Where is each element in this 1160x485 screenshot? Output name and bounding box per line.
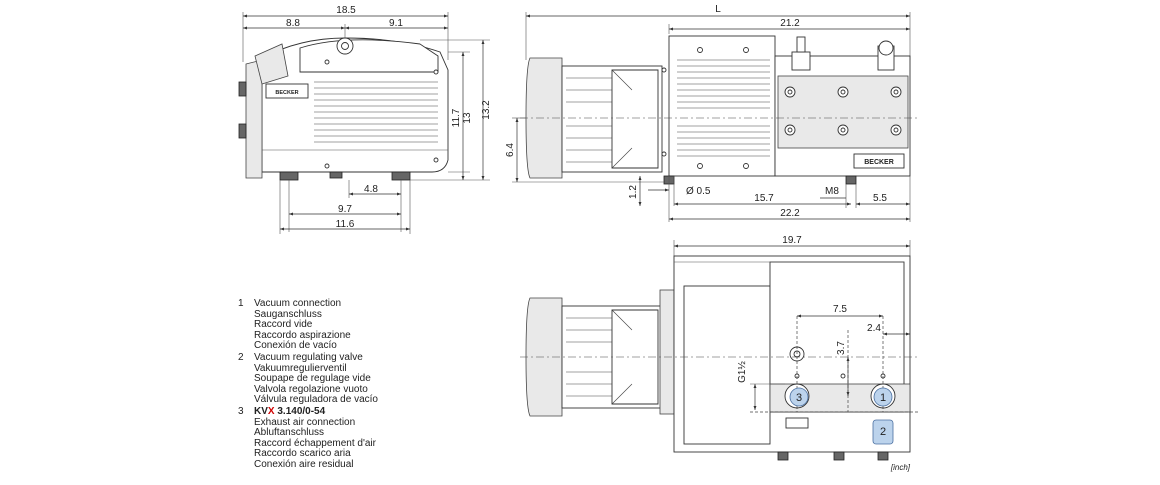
dim-21-2: 21.2 xyxy=(780,18,800,29)
dim-22-2: 22.2 xyxy=(780,208,800,219)
front-view: L 21.2 xyxy=(505,4,918,222)
legend-num: 2 xyxy=(238,351,244,363)
legend-line: Vacuum connection xyxy=(254,298,342,309)
side-flange xyxy=(245,59,263,179)
legend-line: Vakuumregulierventil xyxy=(254,362,347,374)
legend-line: Valvola regolazione vuoto xyxy=(254,383,368,395)
dim-18-5: 18.5 xyxy=(336,5,356,16)
legend-line: Vacuum regulating valve xyxy=(254,351,363,363)
cover-screws xyxy=(784,86,902,136)
brand-side: BECKER xyxy=(275,90,298,96)
legend-line: Exhaust air connection xyxy=(254,416,356,428)
dim-11-6: 11.6 xyxy=(336,219,355,230)
model-x: X xyxy=(267,405,275,417)
dim-11-7: 11.7 xyxy=(451,108,462,127)
cooling-fins-side xyxy=(314,81,438,143)
legend-line: Raccord échappement d'air xyxy=(254,437,376,449)
pump-fins xyxy=(677,59,770,157)
callout-1-marker xyxy=(873,387,893,407)
legend-item-3: 3 KVX 3.140/0-54 Exhaust air connection … xyxy=(238,405,378,471)
callout-3-marker xyxy=(789,387,809,407)
dim-15-7: 15.7 xyxy=(754,193,774,204)
legend-num: 3 xyxy=(238,405,244,417)
legend-item-1: 1 Vacuum connection Sauganschluss Raccor… xyxy=(238,298,378,352)
dim-M8: M8 xyxy=(825,186,839,197)
callout-2: 2 xyxy=(880,426,886,438)
legend-num: 1 xyxy=(238,298,244,309)
unit-label: [inch] xyxy=(890,463,911,472)
legend-line: Conexión aire residual xyxy=(254,458,354,470)
brand-front: BECKER xyxy=(864,159,894,166)
callout-3: 3 xyxy=(796,392,802,404)
dim-6-4: 6.4 xyxy=(505,143,516,157)
intake-nozzle xyxy=(254,43,289,85)
dim-9-1: 9.1 xyxy=(389,18,403,29)
callout-1: 1 xyxy=(880,392,886,404)
model-name: KVX 3.140/0-54 xyxy=(254,405,376,418)
legend-line: Raccord vide xyxy=(254,319,313,331)
legend-line: Raccordo scarico aria xyxy=(254,448,351,460)
dim-G1-half: G1½ xyxy=(737,361,748,383)
legend-line: Raccordo aspirazione xyxy=(254,329,351,341)
legend: 1 Vacuum connection Sauganschluss Raccor… xyxy=(238,298,378,472)
brand-plate-front xyxy=(853,153,905,169)
legend-line: Conexión de vacío xyxy=(254,340,337,352)
dim-4-8: 4.8 xyxy=(364,184,378,195)
legend-line: Soupape de regulage vide xyxy=(254,373,371,385)
dim-19-7: 19.7 xyxy=(782,235,802,246)
dim-9-7: 9.7 xyxy=(338,204,352,215)
pump-housing xyxy=(668,35,776,177)
dim-8-8: 8.8 xyxy=(286,18,300,29)
foot-right xyxy=(391,171,411,181)
side-view: 18.5 8.8 9.1 BECKER xyxy=(238,5,492,234)
dim-2-4: 2.4 xyxy=(867,323,881,334)
legend-line: Sauganschluss xyxy=(254,308,322,320)
dim-1-2: 1.2 xyxy=(628,185,639,199)
legend-item-2: 2 Vacuum regulating valve Vakuumregulier… xyxy=(238,351,378,406)
brand-plate-side xyxy=(265,83,309,99)
foot-left xyxy=(279,171,299,181)
dim-3-7: 3.7 xyxy=(836,341,847,355)
dim-L: L xyxy=(715,4,721,15)
exhaust-port xyxy=(791,51,811,71)
top-view: 19.7 xyxy=(520,235,920,472)
callout-2-marker xyxy=(872,419,894,445)
dim-dia-0-5: Ø 0.5 xyxy=(686,186,711,197)
legend-line: Válvula reguladora de vacío xyxy=(254,394,378,406)
dim-5-5: 5.5 xyxy=(873,193,887,204)
dim-13-2: 13.2 xyxy=(481,100,492,120)
dim-7-5: 7.5 xyxy=(833,304,847,315)
dim-13: 13 xyxy=(462,112,473,124)
legend-line: Abluftanschluss xyxy=(254,427,325,439)
model-suffix: 3.140/0-54 xyxy=(274,405,326,417)
model-prefix: KV xyxy=(254,405,268,417)
